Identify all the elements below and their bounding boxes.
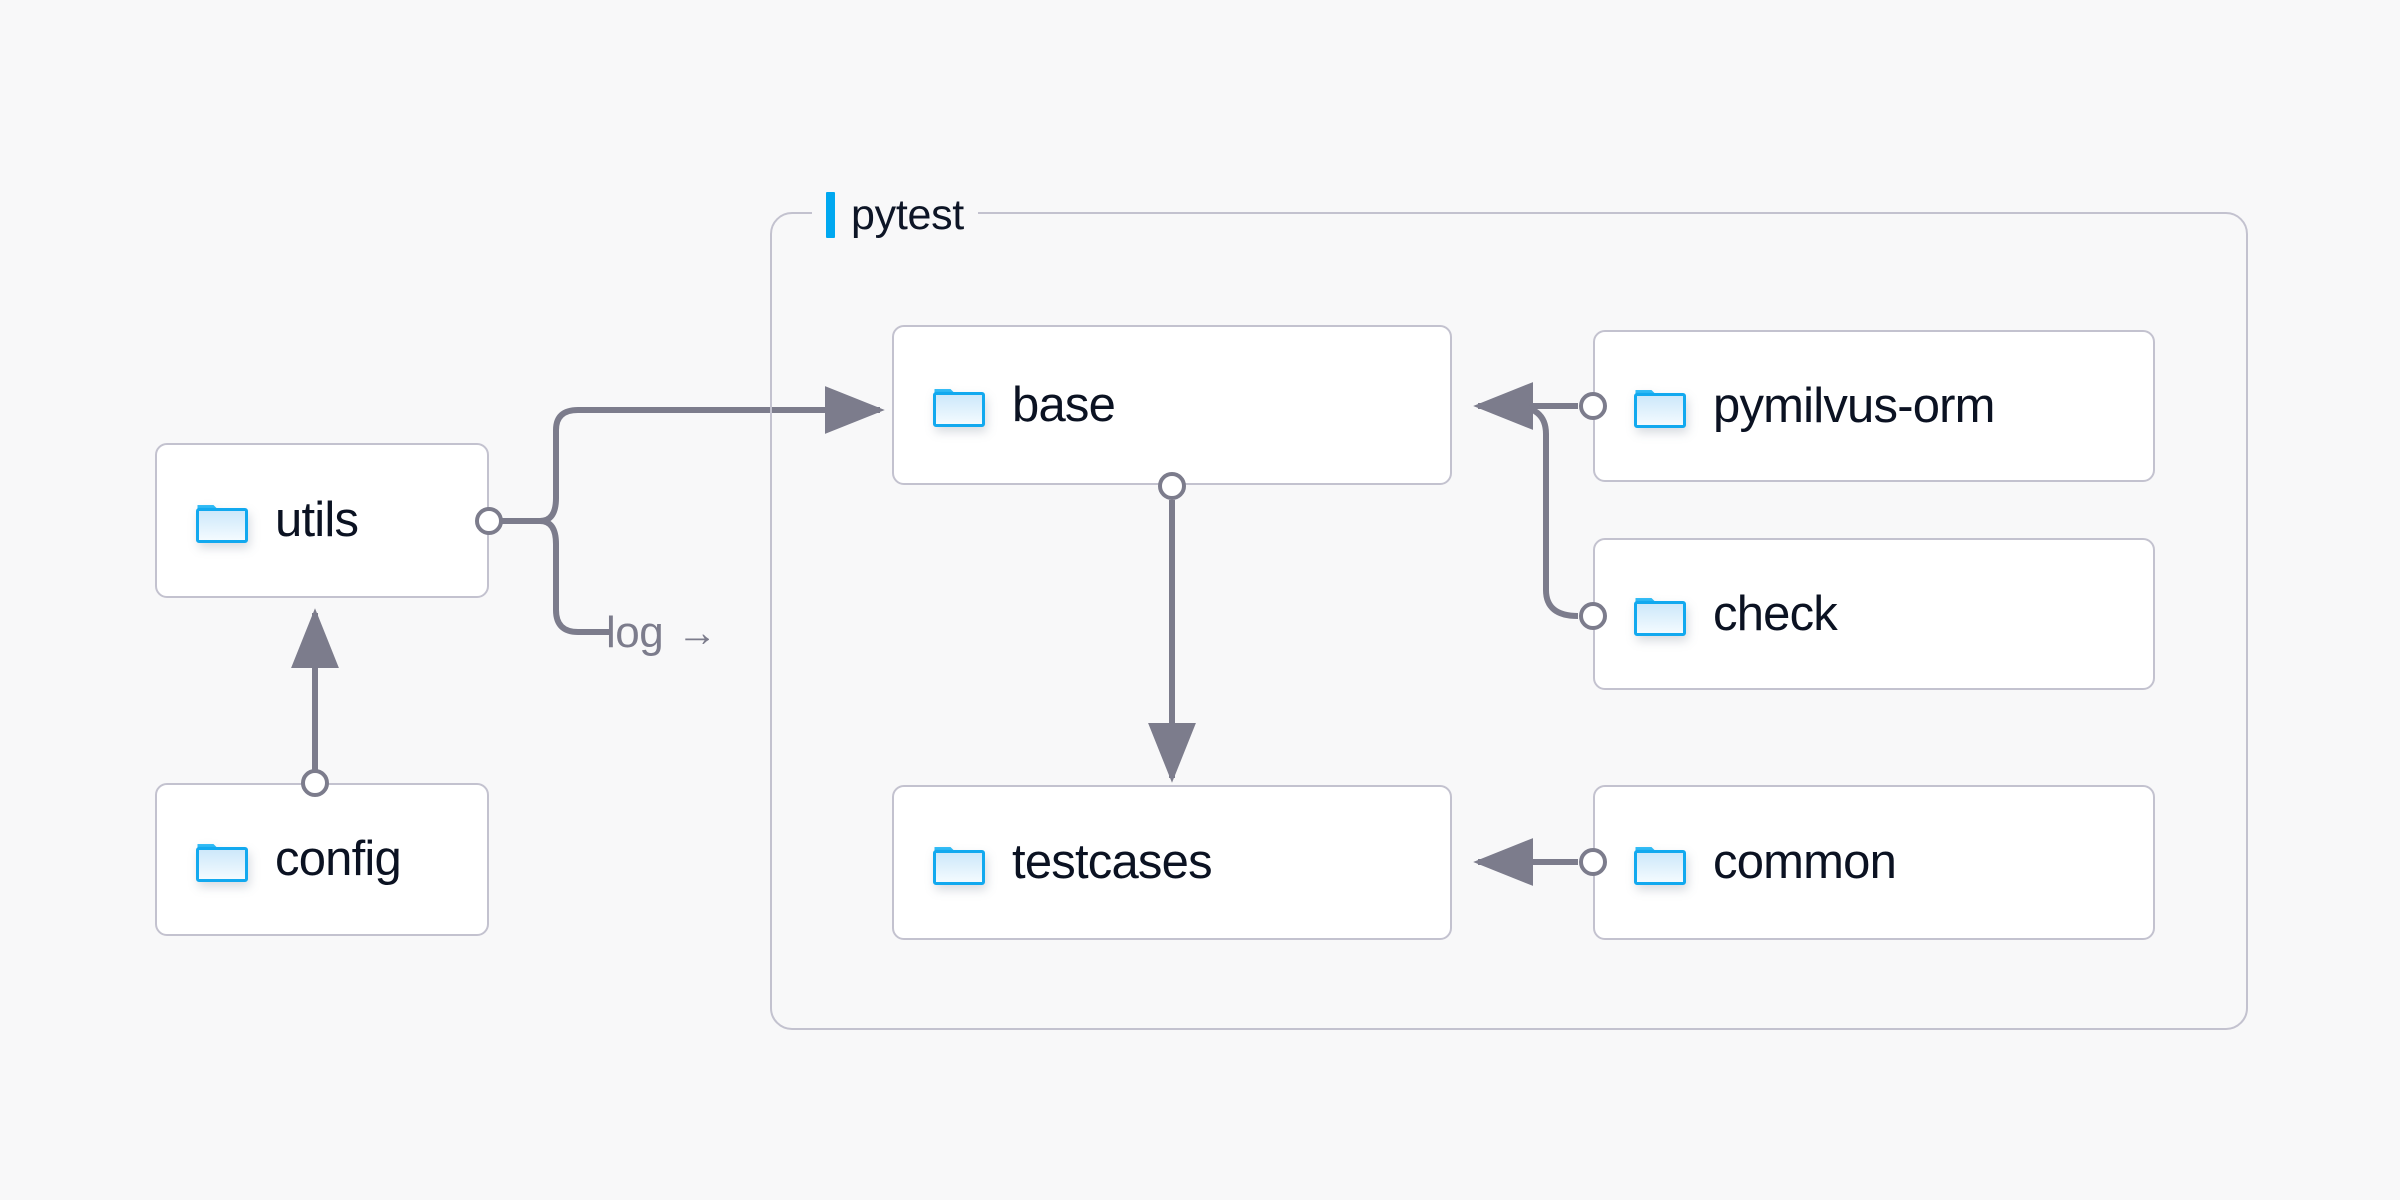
port-common-left[interactable] [1579, 848, 1607, 876]
node-config-label: config [275, 832, 402, 886]
edge-label-log: log → [606, 608, 717, 658]
node-common-label: common [1713, 835, 1897, 889]
arrow-right-icon: → [677, 611, 717, 655]
port-base-bottom[interactable] [1158, 472, 1186, 500]
node-pymilvus-orm[interactable]: pymilvus-orm [1593, 330, 2155, 482]
node-utils[interactable]: utils [155, 443, 489, 598]
port-check-left[interactable] [1579, 602, 1607, 630]
node-utils-label: utils [275, 493, 359, 547]
node-check-label: check [1713, 586, 1838, 641]
node-check-content: check [1595, 586, 1838, 641]
node-testcases[interactable]: testcases [892, 785, 1452, 940]
folder-icon [933, 389, 985, 427]
port-utils-right[interactable] [475, 507, 503, 535]
folder-icon [1634, 846, 1686, 885]
node-base-content: base [894, 377, 1116, 432]
folder-icon [196, 843, 248, 882]
port-pymilvus-orm-left[interactable] [1579, 392, 1607, 420]
edge-label-log-text: log [606, 608, 664, 657]
node-config[interactable]: config [155, 783, 489, 936]
node-pymilvus-orm-content: pymilvus-orm [1595, 378, 1996, 433]
pytest-group-frame [770, 212, 2248, 1030]
folder-icon [1634, 598, 1686, 636]
node-config-content: config [157, 832, 402, 886]
pytest-group-label: pytest [812, 186, 978, 244]
edge-utils-to-log [539, 518, 610, 635]
node-base[interactable]: base [892, 325, 1452, 485]
folder-icon [196, 504, 248, 543]
pytest-label-text: pytest [851, 190, 964, 239]
node-check[interactable]: check [1593, 538, 2155, 690]
node-pymilvus-orm-label: pymilvus-orm [1713, 378, 1996, 433]
pytest-accent-bar [826, 192, 835, 238]
node-testcases-label: testcases [1012, 835, 1213, 889]
node-testcases-content: testcases [894, 835, 1213, 889]
folder-icon [1634, 390, 1686, 428]
node-common[interactable]: common [1593, 785, 2155, 940]
node-common-content: common [1595, 835, 1897, 889]
node-utils-content: utils [157, 493, 359, 547]
port-config-top[interactable] [301, 769, 329, 797]
node-base-label: base [1012, 377, 1116, 432]
folder-icon [933, 846, 985, 885]
